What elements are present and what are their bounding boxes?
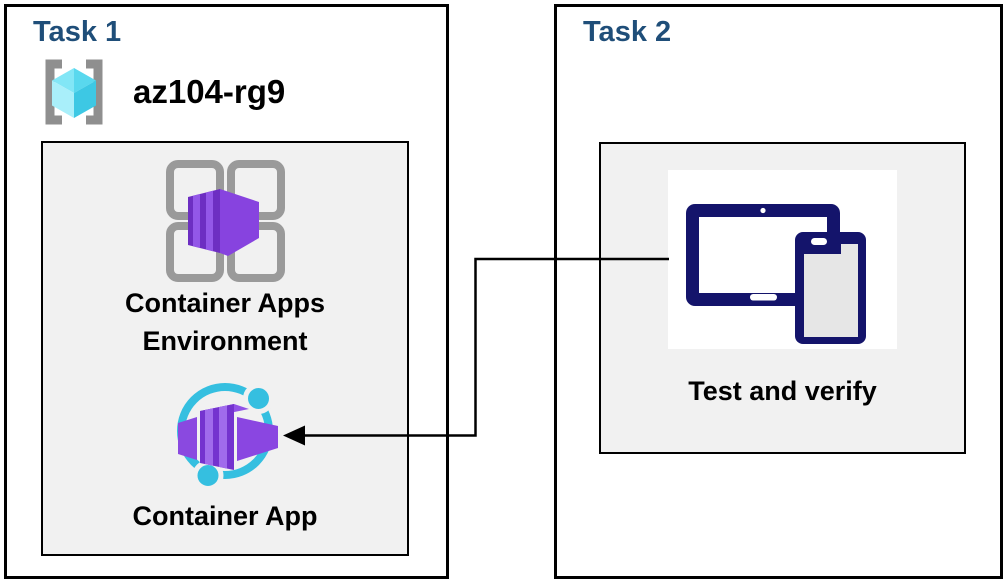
tablet-phone-devices-icon [686,204,866,344]
resource-group-icon [45,59,103,125]
task2-inner-panel: Test and verify [599,142,966,454]
device-icon-card [668,170,897,349]
container-app-icon [177,383,278,490]
task1-inner-panel: Container Apps Environment Container App [41,141,409,556]
container-apps-environment-icon [166,160,285,282]
container-app-label: Container App [132,501,318,531]
task1-title: Task 1 [33,16,122,48]
cae-label-line2: Environment [142,326,308,356]
test-and-verify-label: Test and verify [688,376,877,406]
container-apps-environment-label: Container Apps Environment [43,284,407,360]
task2-box: Task 2 Test and verify [554,4,1003,579]
task1-box: Task 1 az104-rg9 [4,4,449,579]
resource-group-row: az104-rg9 [35,53,285,131]
task2-title: Task 2 [583,16,672,48]
cae-label-line1: Container Apps [124,288,325,318]
resource-group-name: az104-rg9 [133,73,286,110]
